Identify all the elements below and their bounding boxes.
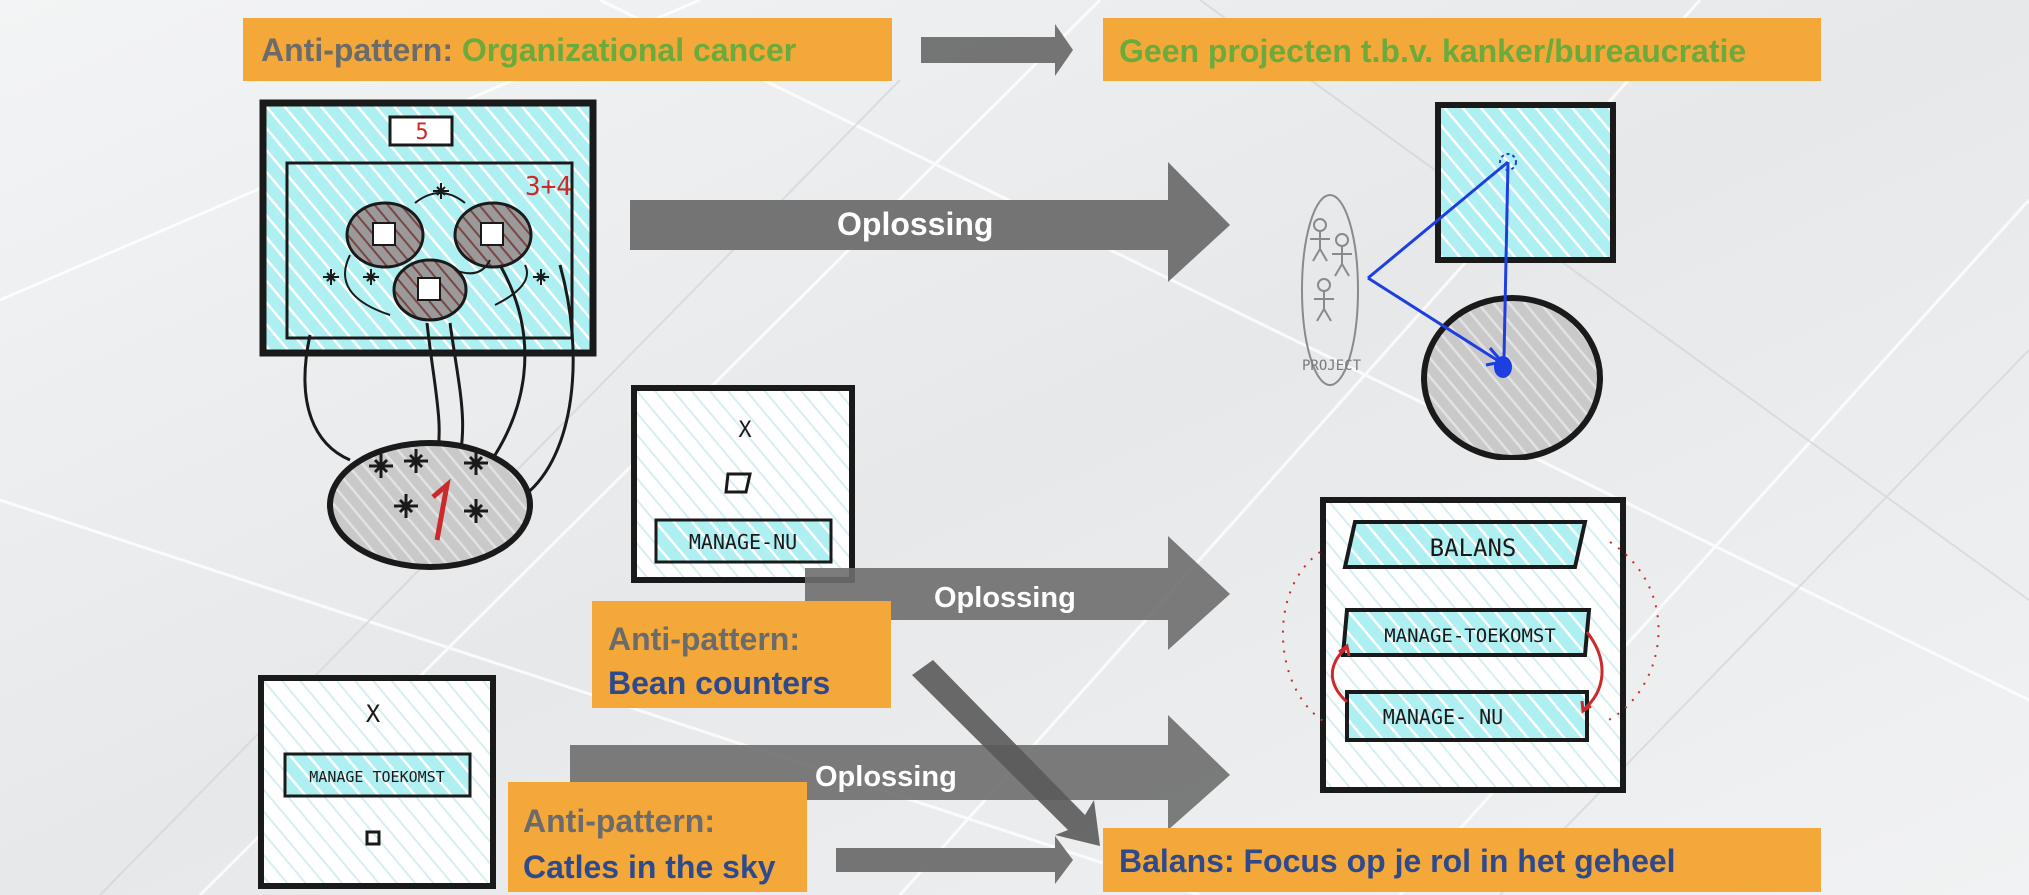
manage-nu-2-label: MANAGE- NU [1383,705,1503,729]
mid-label: Anti-pattern: Bean counters [592,601,891,708]
balans-label: BALANS [1430,534,1517,562]
mid-label-name: Bean counters [608,665,831,701]
arrow-bottom-small [836,836,1073,884]
arrow-oplossing-3 [570,715,1230,830]
project-label: PROJECT [1302,358,1362,374]
manage-toekomst-label: MANAGE-TOEKOMST [1384,625,1556,647]
balans-sketch: BALANS MANAGE-TOEKOMST MANAGE- NU [1282,497,1660,793]
organizational-cancer-sketch: 5 3+4 [259,99,597,570]
project-sketch: PROJECT [1301,102,1616,460]
arrow-diagonal [912,660,1100,846]
bean-counters-sketch: X MANAGE-NU [631,385,855,583]
arrow-label-2: Oplossing [934,582,1076,614]
mid-label-prefix: Anti-pattern: [608,621,800,657]
x-mark-2: X [366,700,381,728]
arrow-oplossing-2 [805,536,1230,650]
manage-nu-label: MANAGE-NU [689,530,797,554]
manage-toekomst-small-label: MANAGE TOEKOMST [309,768,444,786]
top-left-label-prefix: Anti-pattern: [261,32,462,68]
bottom-right-label: Balans: Focus op je rol in het geheel [1103,828,1821,892]
arrow-label-3: Oplossing [815,761,957,793]
bottom-label-name: Catles in the sky [523,849,776,885]
x-mark: X [738,418,752,443]
castles-sketch: X MANAGE TOEKOMST [258,675,496,889]
box-number: 5 [415,120,428,145]
arrow-oplossing-1 [630,162,1230,282]
box-corner-label: 3+4 [525,172,572,202]
bottom-label-prefix: Anti-pattern: [523,803,715,839]
top-left-label-name: Organizational cancer [461,32,797,68]
bottom-label: Anti-pattern: Catles in the sky [508,782,807,892]
top-left-label: Anti-pattern: Organizational cancer [243,18,892,81]
arrow-top-small [921,24,1073,76]
arrow-label-1: Oplossing [837,206,994,242]
top-right-label: Geen projecten t.b.v. kanker/bureaucrati… [1103,18,1821,81]
